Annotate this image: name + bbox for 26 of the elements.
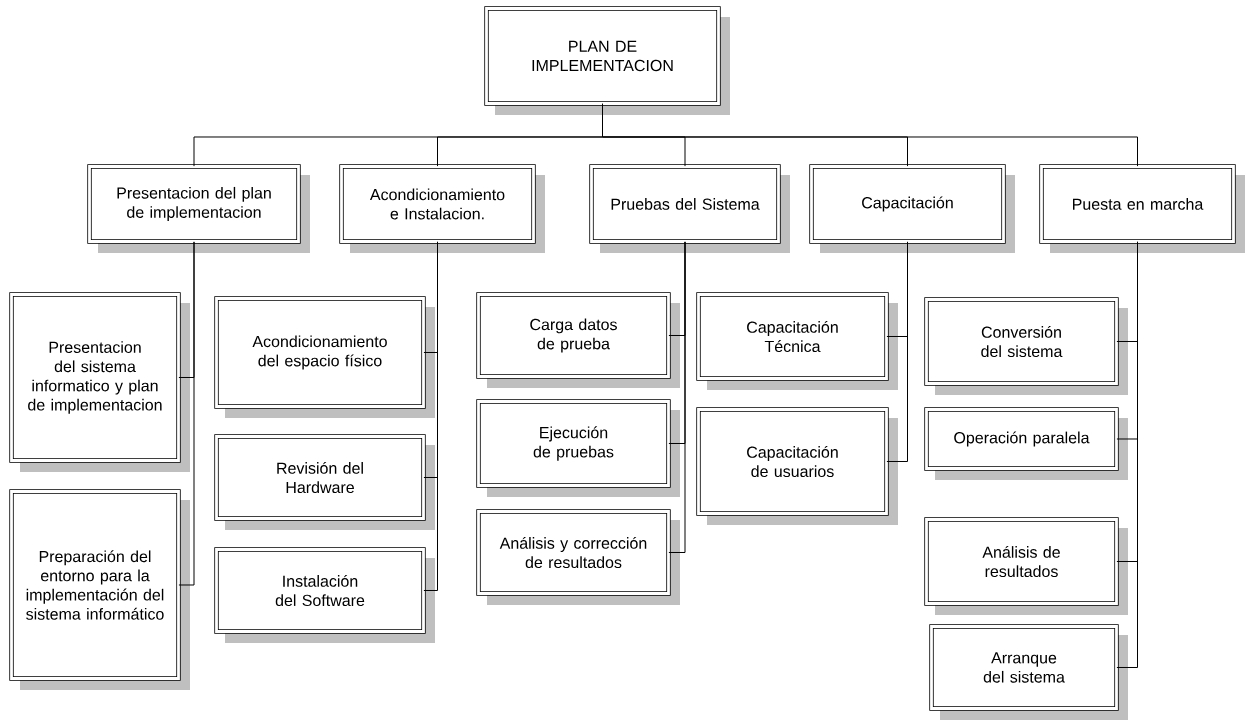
box: Acondicionamiento del espacio físico xyxy=(214,296,435,418)
box: Arranque del sistema xyxy=(929,624,1128,720)
connector-line xyxy=(178,241,195,586)
box: Ejecución de pruebas xyxy=(476,399,680,497)
box: Conversión del sistema xyxy=(924,297,1128,395)
connector-line xyxy=(423,241,438,591)
connector-line xyxy=(886,241,908,462)
box: Capacitación Técnica xyxy=(696,292,898,390)
box: Acondicionamiento e Instalacion. xyxy=(339,164,545,253)
box: Carga datos de prueba xyxy=(476,292,680,388)
box: Operación paralela xyxy=(924,407,1128,480)
box: Instalación del Software xyxy=(214,547,435,643)
box: Presentacion del plan de implementacion xyxy=(87,164,310,253)
box: Presentacion del sistema informatico y plan de implementacion xyxy=(9,292,190,472)
box: Capacitación xyxy=(809,164,1015,253)
box: PLAN DE IMPLEMENTACION xyxy=(484,6,730,115)
connector-line xyxy=(668,241,686,553)
connector-line xyxy=(602,103,1138,167)
box: Pruebas del Sistema xyxy=(589,164,790,253)
box: Análisis de resultados xyxy=(924,517,1128,615)
box: Puesta en marcha xyxy=(1039,164,1245,253)
box: Capacitación de usuarios xyxy=(696,407,898,525)
box: Preparación del entorno para la implementación del sistema informático xyxy=(9,489,190,690)
box: Revisión del Hardware xyxy=(214,434,435,530)
connector-line xyxy=(1116,241,1138,668)
box: Análisis y corrección de resultados xyxy=(476,509,680,605)
